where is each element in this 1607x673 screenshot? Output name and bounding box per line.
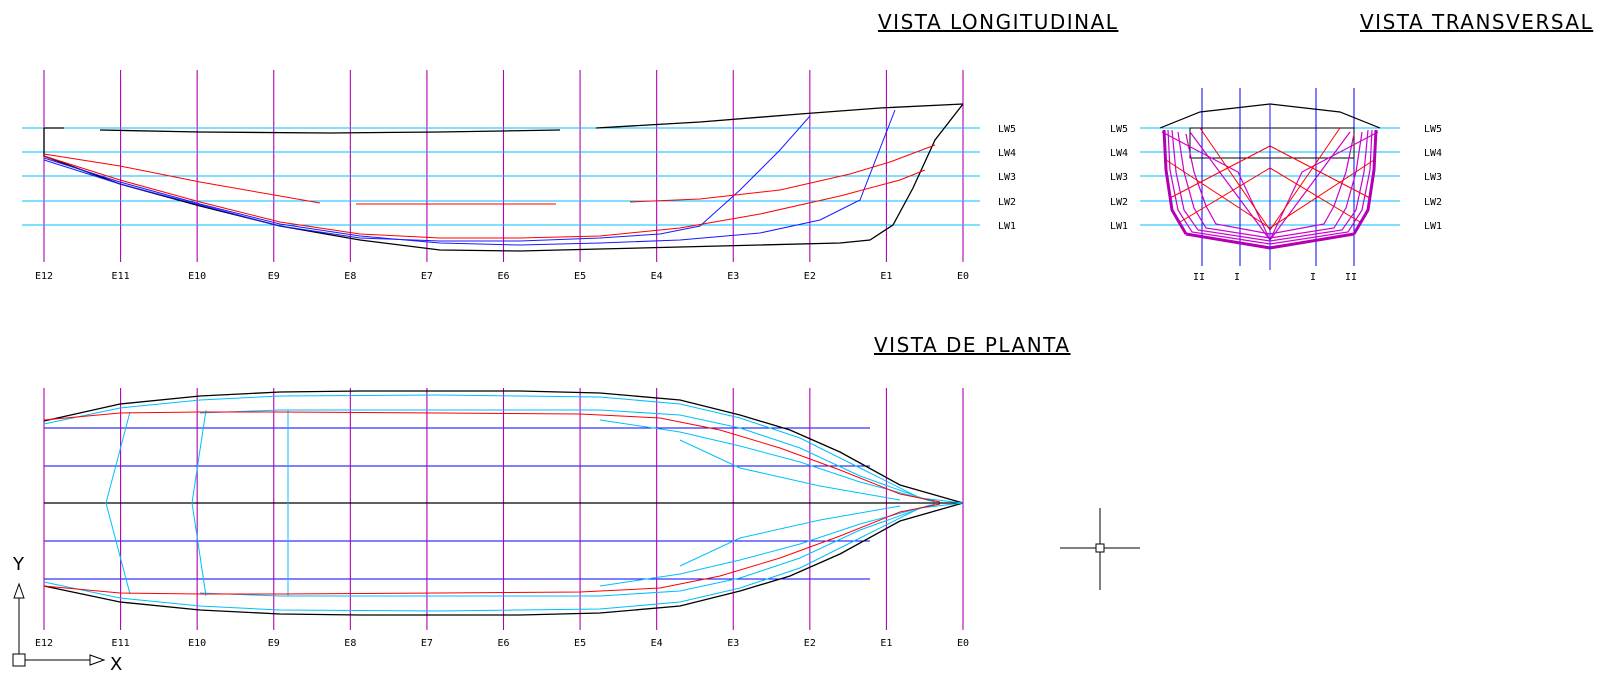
transversal-waterline-label-left: LW5 xyxy=(1110,124,1128,135)
transversal-waterline-label-right: LW1 xyxy=(1424,221,1442,232)
plan-station-label-e9: E9 xyxy=(268,638,280,649)
ucs-y-label: Y xyxy=(12,554,25,575)
cockpit-outline xyxy=(1189,127,1355,159)
plan-station-label-e3: E3 xyxy=(727,638,739,649)
transversal-waterline-label-right: LW3 xyxy=(1424,172,1442,183)
plan-station-label-e2: E2 xyxy=(804,638,816,649)
transversal-waterline-label-right: LW5 xyxy=(1424,124,1442,135)
station-label-e5: E5 xyxy=(574,271,586,282)
plan-waterlines xyxy=(43,394,964,612)
station-label-e7: E7 xyxy=(421,271,433,282)
transversal-waterline-label-right: LW4 xyxy=(1424,148,1442,159)
station-label-e0: E0 xyxy=(957,271,969,282)
waterline-label-lw2: LW2 xyxy=(998,197,1016,208)
plan-buttock-lines xyxy=(44,427,870,580)
buttock-label: II xyxy=(1193,272,1205,283)
station-label-e2: E2 xyxy=(804,271,816,282)
buttock-line xyxy=(43,109,896,246)
station-label-e9: E9 xyxy=(268,271,280,282)
station-label-e11: E11 xyxy=(112,271,130,282)
transversal-waterline-label-left: LW2 xyxy=(1110,197,1128,208)
title-vista-longitudinal: VISTA LONGITUDINAL xyxy=(878,10,1118,34)
station-label-e10: E10 xyxy=(188,271,206,282)
sheer-line xyxy=(595,103,964,129)
station-label-e3: E3 xyxy=(727,271,739,282)
longitudinal-waterlines xyxy=(22,127,980,226)
buttock-label: I xyxy=(1234,272,1240,283)
plan-station-label-e5: E5 xyxy=(574,638,586,649)
hull-side-port xyxy=(1162,129,1188,235)
transversal-waterline-label-left: LW3 xyxy=(1110,172,1128,183)
transversal-waterline-label-left: LW1 xyxy=(1110,221,1128,232)
waterline-label-lw4: LW4 xyxy=(998,148,1016,159)
crosshair-cursor-icon[interactable] xyxy=(1060,508,1140,590)
longitudinal-labels: E12 E11 E10 E9 E8 E7 E6 E5 E4 E3 E2 E1 E0 LW5LW4LW3LW… xyxy=(35,124,1016,282)
diagonal-line xyxy=(43,153,321,204)
ucs-x-label: X xyxy=(110,654,122,673)
station-label-e12: E12 xyxy=(35,271,53,282)
keel-profile xyxy=(43,103,964,252)
longitudinal-station-lines xyxy=(43,70,964,262)
waterline-label-lw3: LW3 xyxy=(998,172,1016,183)
plan-station-label-e10: E10 xyxy=(188,638,206,649)
plan-station-label-e12: E12 xyxy=(35,638,53,649)
plan-station-lines xyxy=(43,388,964,630)
plan-diagonals xyxy=(43,411,941,595)
buttock-label: II xyxy=(1345,272,1357,283)
longitudinal-view: E12 E11 E10 E9 E8 E7 E6 E5 E4 E3 E2 E1 E0 LW5LW4LW3LW… xyxy=(22,70,1016,282)
plan-station-label-e7: E7 xyxy=(421,638,433,649)
waterline-label-lw5: LW5 xyxy=(998,124,1016,135)
ucs-axis-icon: Y X xyxy=(12,554,122,673)
plan-station-label-e4: E4 xyxy=(651,638,663,649)
title-vista-transversal: VISTA TRANSVERSAL xyxy=(1360,10,1593,34)
plan-station-label-e0: E0 xyxy=(957,638,969,649)
buttock-label: I xyxy=(1310,272,1316,283)
transversal-waterline-label-left: LW4 xyxy=(1110,148,1128,159)
title-vista-de-planta: VISTA DE PLANTA xyxy=(874,333,1071,357)
station-label-e8: E8 xyxy=(344,271,356,282)
plan-station-label-e8: E8 xyxy=(344,638,356,649)
hull-side-starboard xyxy=(1352,129,1378,235)
diagonal-line xyxy=(629,144,936,203)
plan-labels: E12 E11 E10 E9 E8 E7 E6 E5 E4 E3 E2 E1 E0 xyxy=(35,638,969,649)
station-label-e4: E4 xyxy=(651,271,663,282)
plan-view: E12 E11 E10 E9 E8 E7 E6 E5 E4 E3 E2 E1 E0 xyxy=(35,388,969,649)
plan-station-label-e1: E1 xyxy=(880,638,892,649)
waterline-label-lw1: LW1 xyxy=(998,221,1016,232)
plan-station-label-e6: E6 xyxy=(497,638,509,649)
plan-station-label-e11: E11 xyxy=(112,638,130,649)
buttock-line xyxy=(43,115,811,242)
diagonal-line xyxy=(43,155,926,239)
plan-sheer-lower xyxy=(43,502,964,616)
transversal-waterline-label-right: LW2 xyxy=(1424,197,1442,208)
station-label-e1: E1 xyxy=(880,271,892,282)
station-label-e6: E6 xyxy=(497,271,509,282)
longitudinal-hull-profile xyxy=(43,103,964,252)
sheer-line xyxy=(99,129,561,134)
plan-sheer-upper xyxy=(43,390,964,504)
